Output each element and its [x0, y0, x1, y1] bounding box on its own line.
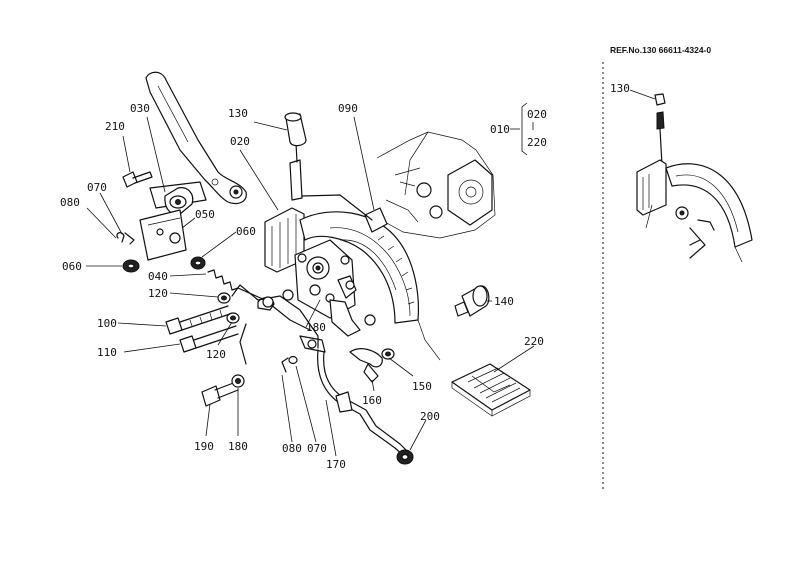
label-180-lower[interactable]: 180 [228, 440, 248, 453]
label-120-lower[interactable]: 120 [206, 348, 226, 361]
nut-180 [231, 374, 245, 388]
label-120-top[interactable]: 120 [148, 287, 168, 300]
link-rod [231, 284, 326, 373]
leader-lines [86, 102, 535, 457]
inset-knob [654, 93, 666, 106]
engine-housing [371, 131, 496, 239]
label-220-set[interactable]: 220 [527, 136, 547, 149]
label-050[interactable]: 050 [195, 208, 215, 221]
label-070-left[interactable]: 070 [87, 181, 107, 194]
label-210[interactable]: 210 [105, 120, 125, 133]
label-030[interactable]: 030 [130, 102, 150, 115]
pin-070 [124, 232, 135, 245]
label-130[interactable]: 130 [228, 107, 248, 120]
knob-130 [284, 112, 307, 147]
label-020-set[interactable]: 020 [527, 108, 547, 121]
washer-120-top [217, 292, 231, 304]
label-140[interactable]: 140 [494, 295, 514, 308]
rod-170 [317, 349, 409, 457]
label-130-inset[interactable]: 130 [610, 82, 630, 95]
clip-080 [116, 232, 125, 243]
lever-030 [145, 71, 247, 205]
bolt-100 [165, 305, 231, 335]
ref-header: REF.No.130 66611-4324-0 [610, 45, 711, 55]
washer-120-lower [226, 312, 240, 324]
label-060-right[interactable]: 060 [236, 225, 256, 238]
bolt-190 [201, 381, 239, 407]
label-080-left[interactable]: 080 [60, 196, 80, 209]
label-100[interactable]: 100 [97, 317, 117, 330]
part-labels: 010 020 220 210 030 130 090 020 070 080 … [60, 102, 547, 471]
label-080-lower[interactable]: 080 [282, 442, 302, 455]
label-090[interactable]: 090 [338, 102, 358, 115]
label-200[interactable]: 200 [420, 410, 440, 423]
label-180-upper[interactable]: 180 [306, 321, 326, 334]
label-160[interactable]: 160 [362, 394, 382, 407]
bolt-210 [122, 171, 153, 188]
inset-assembly [636, 159, 753, 263]
nut-060-right [190, 256, 206, 270]
plate-050 [139, 209, 187, 261]
inset-knob-spring [656, 111, 665, 130]
manual-220 [451, 363, 531, 417]
label-190[interactable]: 190 [194, 440, 214, 453]
throttle-assembly [264, 142, 441, 361]
label-040[interactable]: 040 [148, 270, 168, 283]
label-070-lower[interactable]: 070 [307, 442, 327, 455]
label-110[interactable]: 110 [97, 346, 117, 359]
wing-nut-150 [349, 348, 383, 383]
label-220[interactable]: 220 [524, 335, 544, 348]
label-010[interactable]: 010 [490, 123, 510, 136]
label-020[interactable]: 020 [230, 135, 250, 148]
washer-160 [381, 348, 395, 360]
nut-200 [396, 449, 414, 465]
reference-inset: REF.No.130 66611-4324-0 130 [602, 45, 753, 490]
shaft-140 [454, 285, 490, 317]
label-150[interactable]: 150 [412, 380, 432, 393]
label-170[interactable]: 170 [326, 458, 346, 471]
nut-060-left [122, 259, 140, 273]
label-060-left[interactable]: 060 [62, 260, 82, 273]
bolt-110 [179, 325, 239, 353]
